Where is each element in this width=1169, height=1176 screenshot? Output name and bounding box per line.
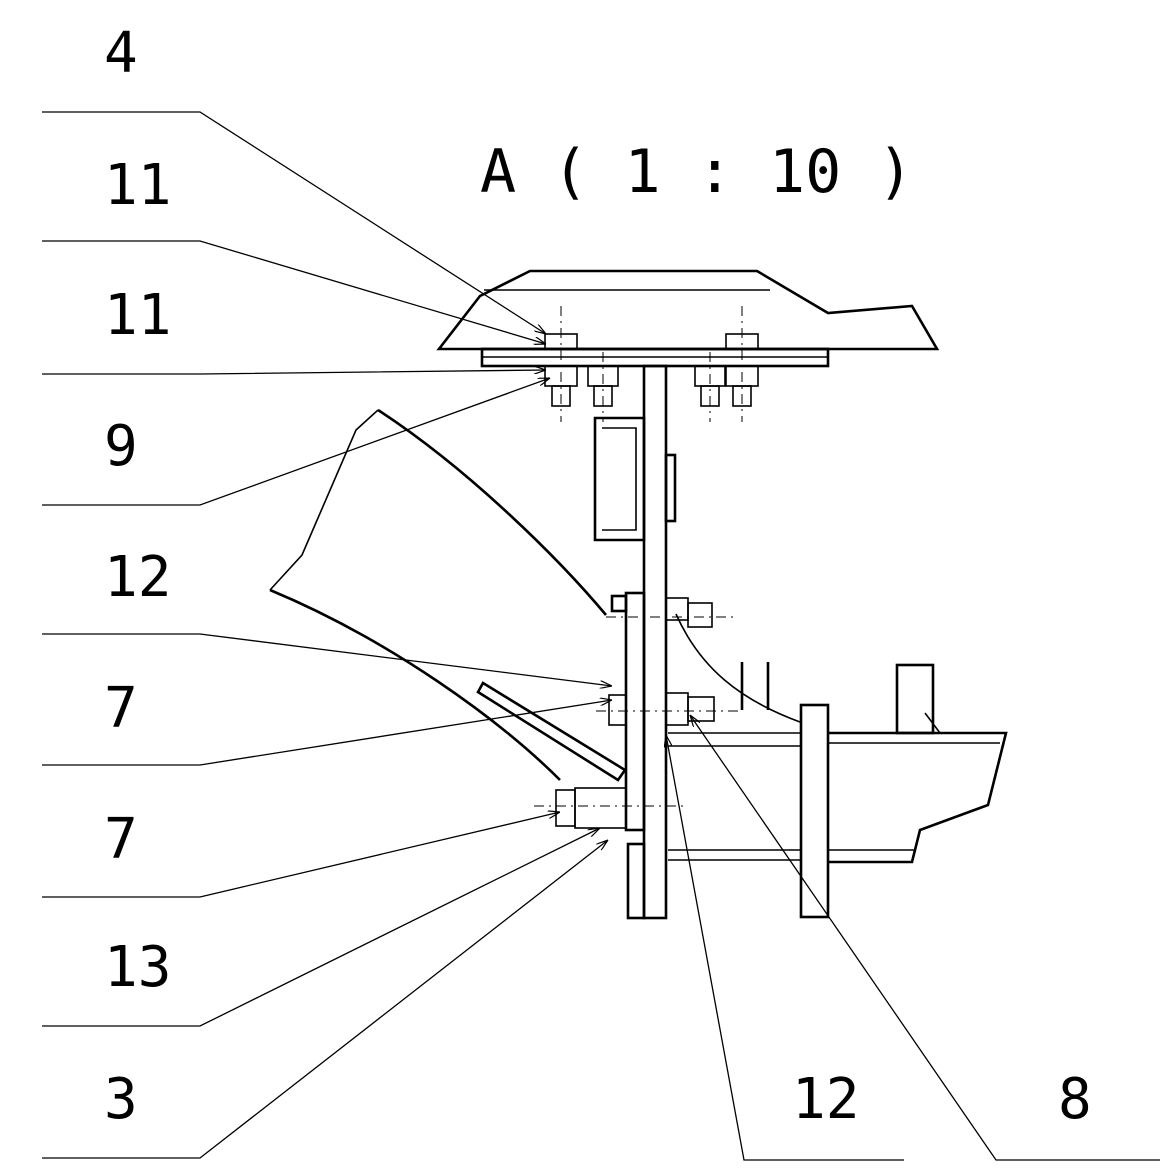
callout-left-1: 4 [104,21,138,86]
flange-bolts [544,306,759,422]
callout-left-4: 9 [104,414,138,479]
callout-left-2: 11 [104,153,171,218]
post-bolts [534,597,738,829]
hood-cover [436,269,940,368]
callout-left-7: 7 [104,807,138,872]
side-housing [668,662,1008,919]
callout-left-5: 12 [104,545,171,610]
callout-left-9: 3 [104,1067,138,1132]
callout-bottom-2: 8 [1058,1067,1092,1132]
callout-left-6: 7 [104,676,138,741]
leader-lines [42,111,1160,1161]
curved-guard [269,408,801,782]
callout-left-8: 13 [104,935,171,1000]
callout-bottom-1: 12 [792,1067,859,1132]
vertical-post [593,364,677,920]
callout-left-3: 11 [104,283,171,348]
view-title: A ( 1 : 10 ) [480,137,913,207]
callout-labels: 4 11 11 9 12 7 7 13 3 12 8 [104,21,1092,1132]
